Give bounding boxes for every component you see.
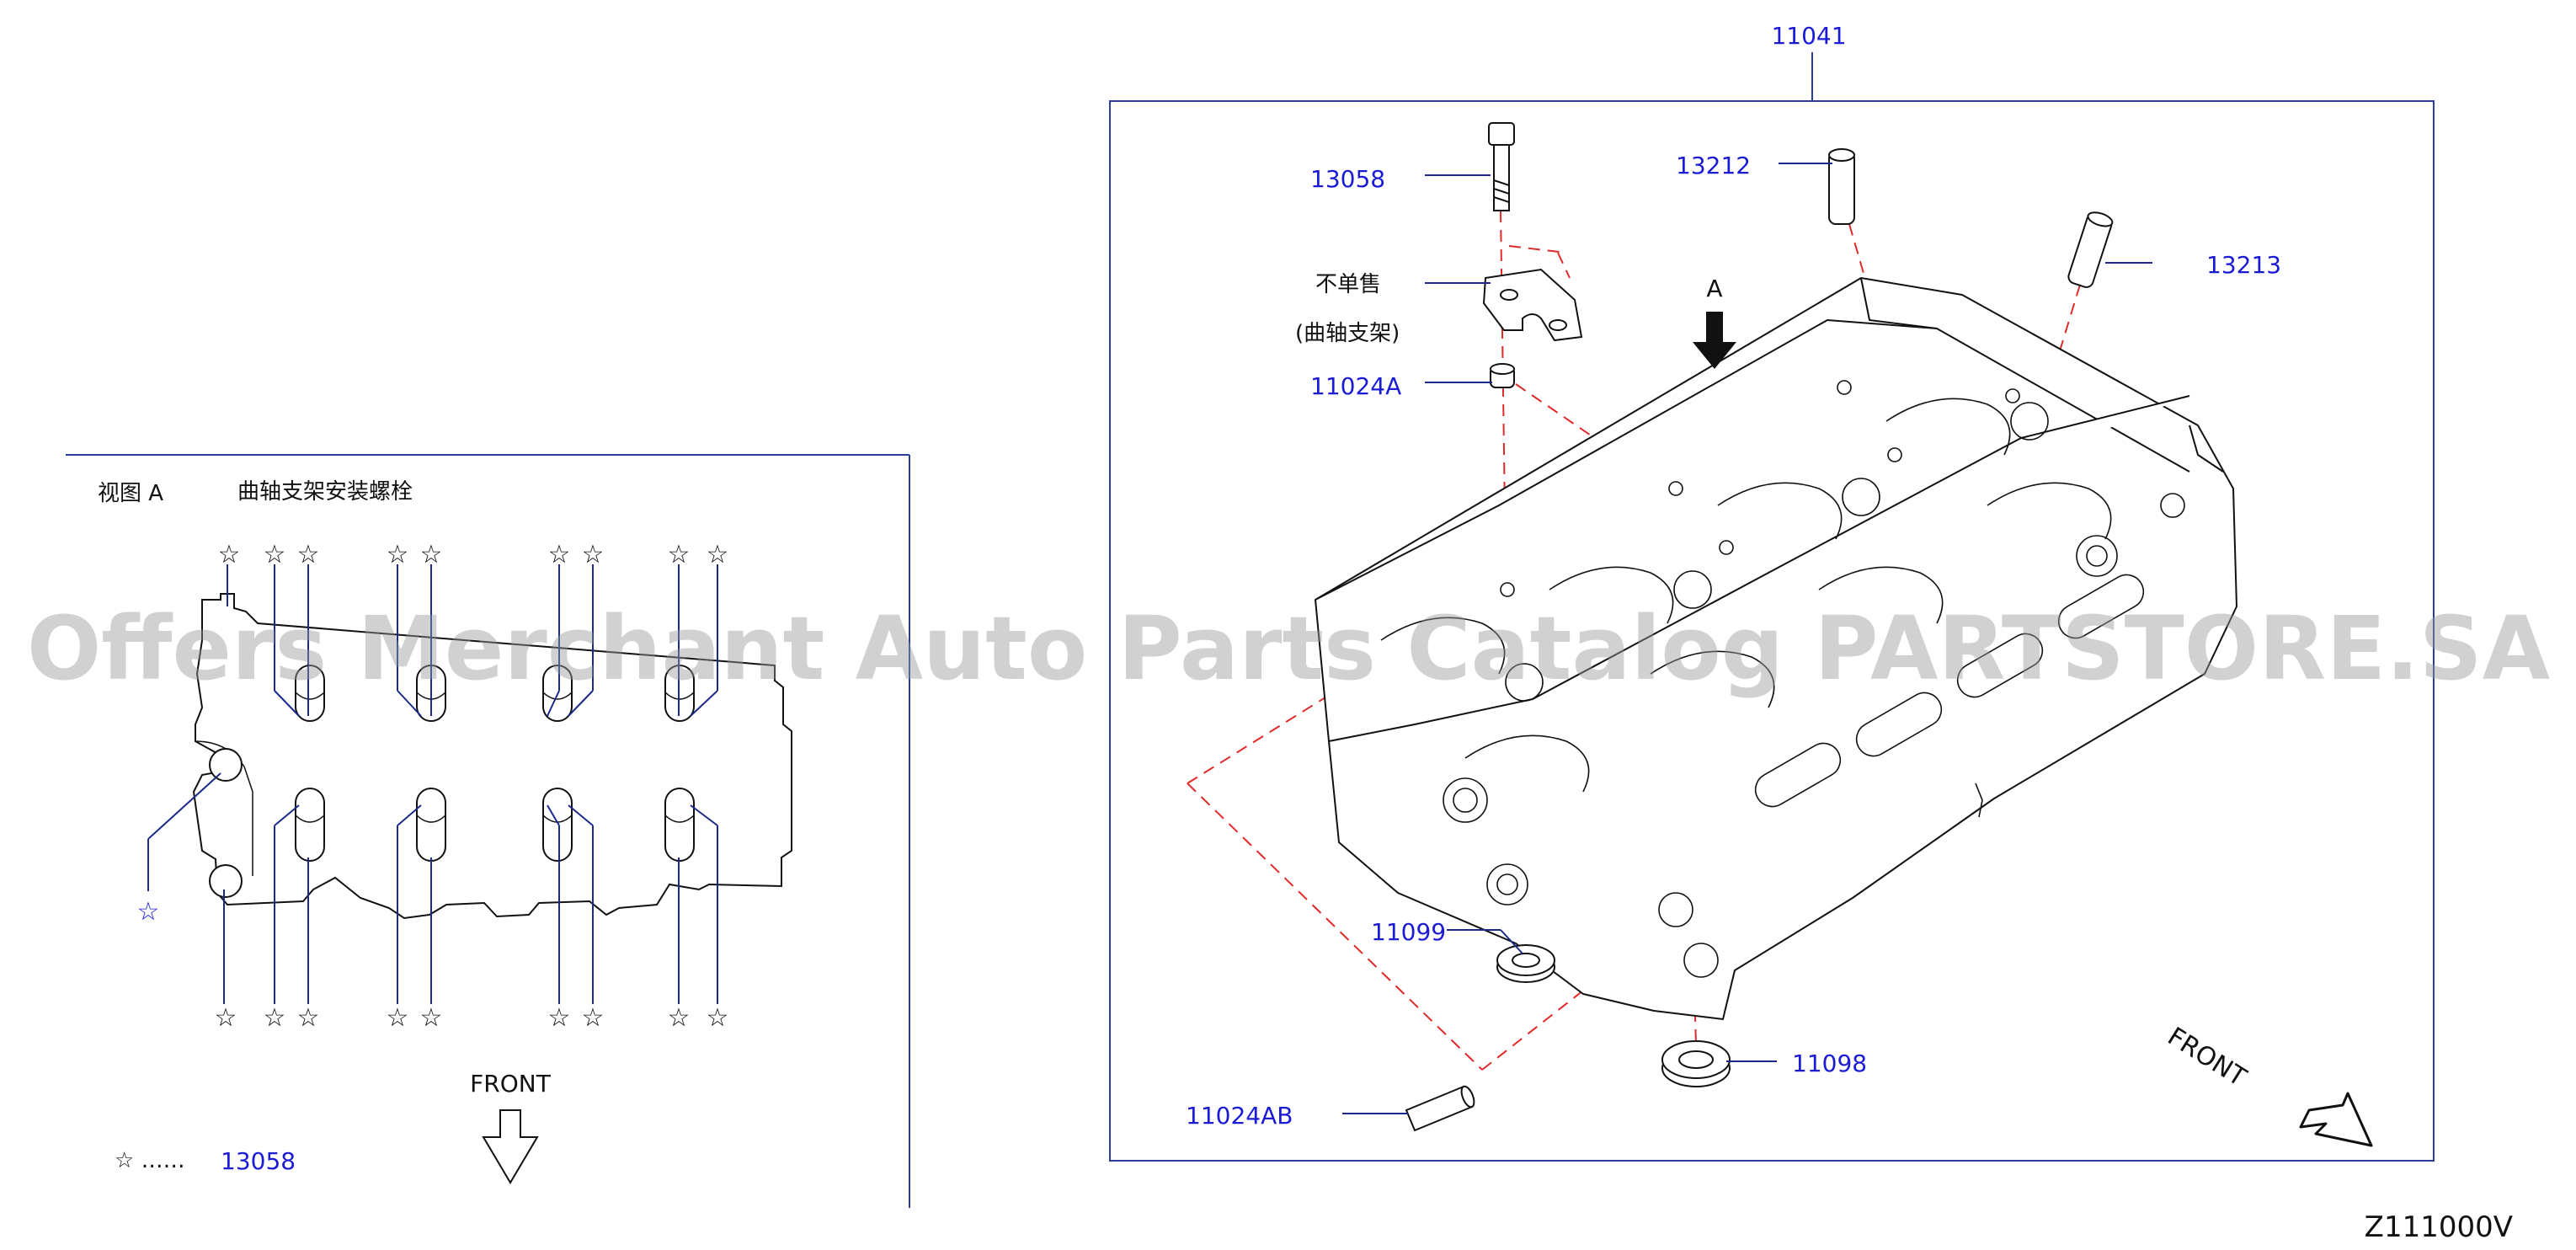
front-arrow-icon [2299, 1092, 2373, 1147]
view-a-legend-part-link[interactable]: 13058 [221, 1147, 296, 1175]
star-marker: ☆ [548, 540, 571, 569]
star-marker: ☆ [668, 1003, 691, 1033]
callout-11041[interactable]: 11041 [1771, 22, 1846, 50]
seal-11098-drawing [1661, 1040, 1731, 1087]
star-marker: ☆ [420, 1003, 443, 1033]
star-marker: ☆ [264, 1003, 286, 1033]
dowel-11024a-drawing [1490, 363, 1515, 388]
star-marker: ☆ [215, 1003, 237, 1033]
front-label: FRONT [2163, 1022, 2252, 1092]
view-a-front-label: FRONT [470, 1070, 552, 1098]
callout-13058[interactable]: 13058 [1310, 165, 1385, 193]
view-a-leader-lines [147, 564, 718, 1004]
star-marker: ☆ [387, 1003, 409, 1033]
crank-bracket-label: (曲轴支架) [1295, 321, 1400, 346]
not-sold-separately-label: 不单售 [1315, 272, 1381, 297]
guide-13213-drawing [2067, 211, 2114, 288]
star-marker: ☆ [707, 1003, 729, 1033]
callout-11024ab[interactable]: 11024AB [1186, 1102, 1293, 1130]
star-marker: ☆ [707, 540, 729, 569]
star-marker: ☆ [582, 1003, 605, 1033]
guide-13212-drawing [1828, 148, 1855, 225]
cylinder-head-details [1380, 380, 2185, 978]
star-marker: ☆ [218, 540, 241, 569]
watermark: Offers Merchant Auto Parts Catalog PARTS… [27, 597, 2550, 700]
star-marker: ☆ [548, 1003, 571, 1033]
callout-leader-lines [1342, 163, 2152, 1114]
assembly-frame [1109, 100, 2435, 1162]
view-a-arrow-label: A [1706, 275, 1722, 302]
star-marker: ☆ [387, 540, 409, 569]
star-marker: ☆ [264, 540, 286, 569]
view-a-subtitle: 曲轴支架安装螺栓 [237, 479, 413, 505]
crank-bracket-drawing [1482, 268, 1583, 342]
star-marker: ☆ [420, 540, 443, 569]
star-marker: ☆ [668, 540, 691, 569]
callout-11098[interactable]: 11098 [1792, 1050, 1867, 1077]
star-marker: ☆ [582, 540, 605, 569]
view-a-front-arrow-icon [482, 1109, 539, 1184]
diagram-code: Z111000V [2365, 1210, 2513, 1244]
view-a-down-arrow-icon [1693, 312, 1736, 369]
main-diagram-panel: 11041 [1109, 22, 2435, 1162]
callout-13213[interactable]: 13213 [2206, 251, 2281, 279]
callout-11024a[interactable]: 11024A [1310, 372, 1401, 400]
bolt-13058-drawing [1488, 122, 1515, 211]
star-marker-side: ☆ [137, 897, 160, 927]
view-a-bolt-bosses [209, 665, 695, 898]
star-marker: ☆ [297, 540, 320, 569]
callout-13212[interactable]: 13212 [1676, 152, 1751, 179]
view-a-legend-key: ☆ …… [115, 1148, 185, 1173]
view-a-title: 视图 A [98, 481, 163, 506]
callout-11099[interactable]: 11099 [1371, 918, 1446, 946]
seal-11099-drawing [1496, 944, 1555, 983]
cylinder-head-drawing [1315, 277, 2237, 1020]
view-a-panel: 视图 A 曲轴支架安装螺栓 [66, 454, 910, 1208]
star-marker: ☆ [297, 1003, 320, 1033]
dowel-11024ab-drawing [1405, 1085, 1475, 1132]
view-a-star-markers: ☆ ☆ ☆ ☆ ☆ ☆ ☆ ☆ ☆ ☆ ☆ ☆ ☆ ☆ ☆ ☆ ☆ ☆ [215, 540, 729, 1033]
